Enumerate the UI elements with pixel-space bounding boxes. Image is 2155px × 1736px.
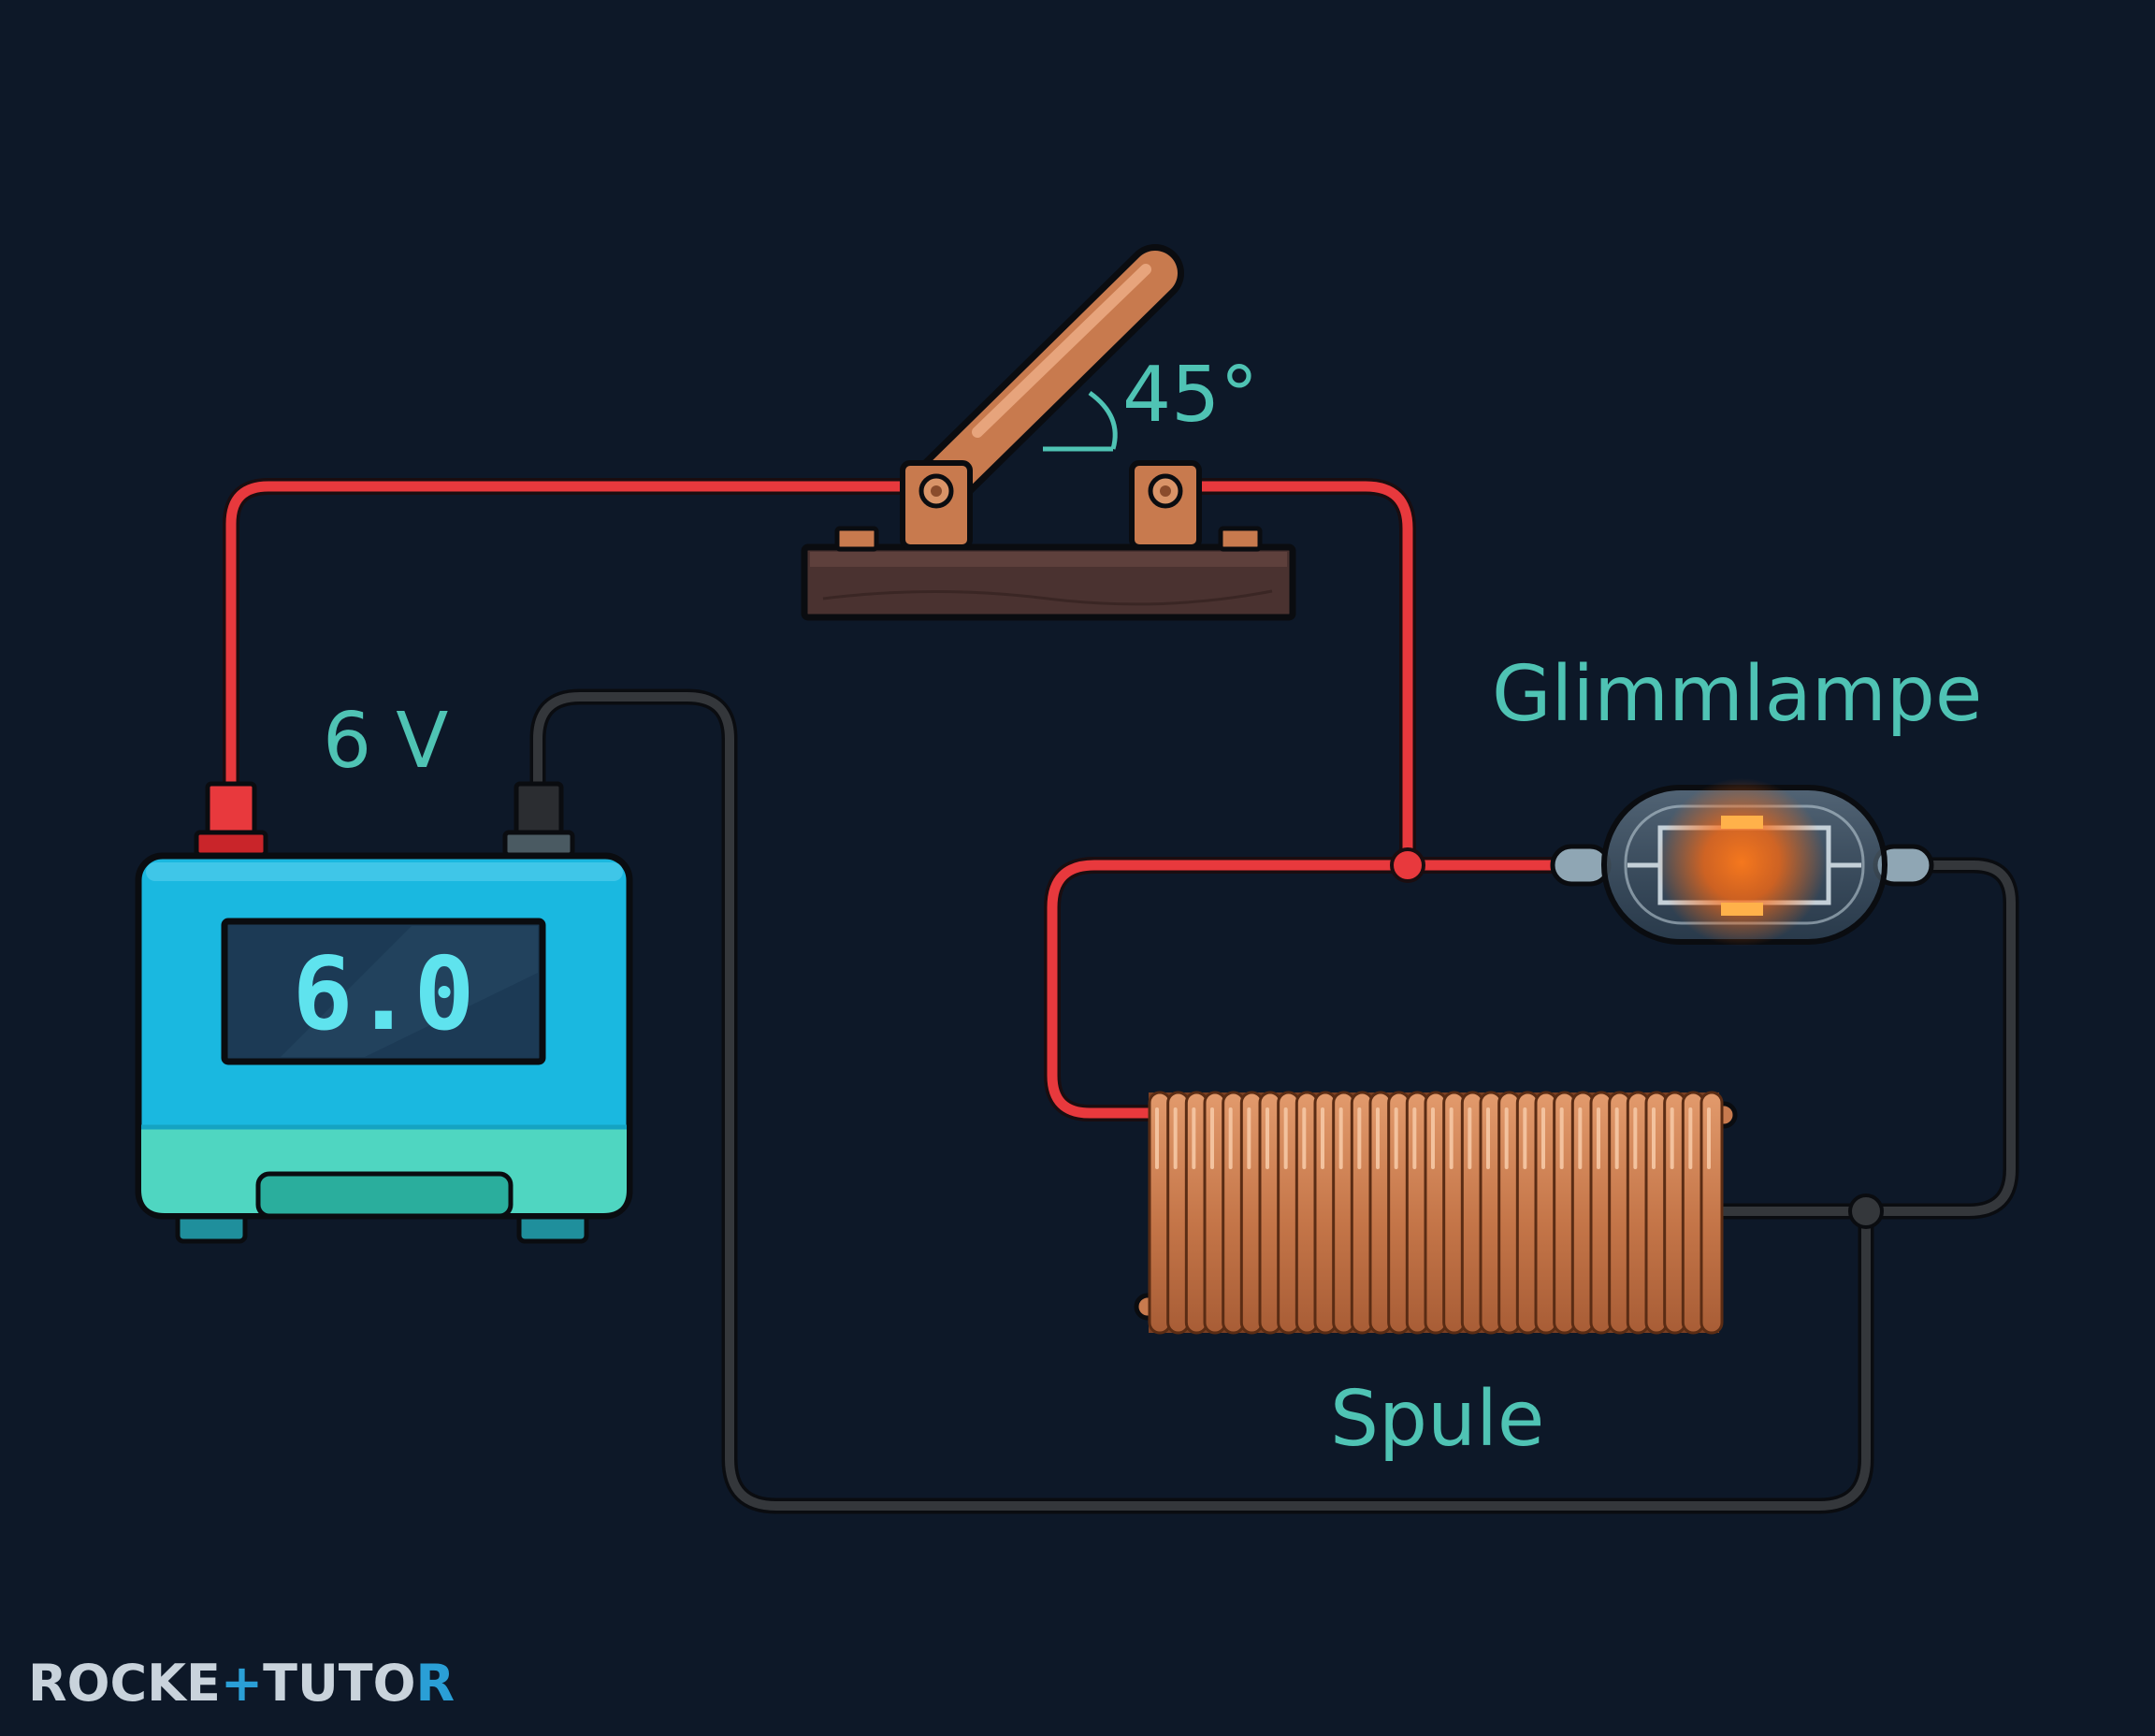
angle-arc bbox=[1088, 390, 1118, 450]
rocket-tutor-logo: ROCKE+TUTOR bbox=[28, 1654, 455, 1713]
coil-label: Spule bbox=[1330, 1375, 1544, 1464]
glow-lamp bbox=[1550, 778, 1934, 947]
power-supply: 6.0 bbox=[135, 781, 633, 1244]
wires bbox=[223, 478, 2019, 1514]
lamp-glow bbox=[1657, 778, 1826, 947]
coil bbox=[1134, 1091, 1738, 1335]
supply-display-value: 6.0 bbox=[292, 936, 474, 1053]
junction-black bbox=[1848, 1194, 1884, 1229]
angle-label: 45° bbox=[1122, 351, 1258, 440]
voltage-label: 6 V bbox=[323, 697, 448, 786]
red-wire-switch-to-junction bbox=[1161, 478, 1416, 874]
knife-switch bbox=[801, 244, 1296, 621]
lamp-label: Glimmlampe bbox=[1492, 650, 1982, 739]
svg-text:ROCKE+TUTOR: ROCKE+TUTOR bbox=[28, 1654, 455, 1713]
coil-winding bbox=[1699, 1091, 1724, 1335]
red-wire-junction-to-coil bbox=[1044, 857, 1416, 1121]
junction-red bbox=[1390, 847, 1425, 883]
